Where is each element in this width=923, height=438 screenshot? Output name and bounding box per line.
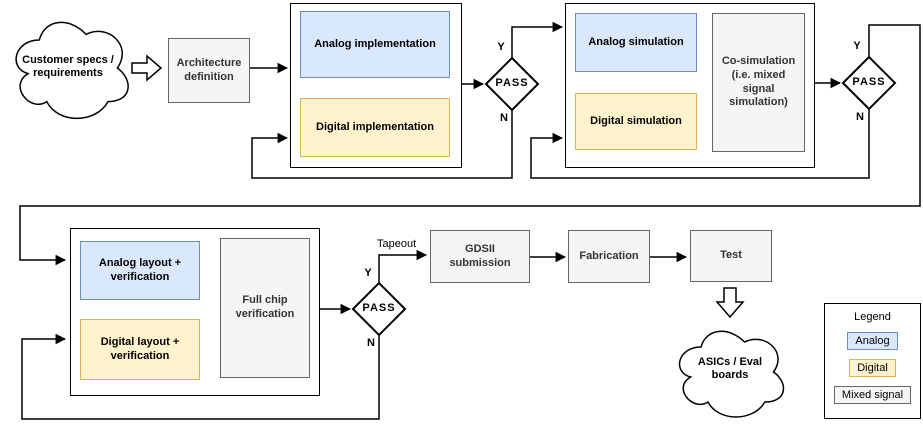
digital-implementation-box: Digital implementation — [300, 98, 450, 157]
legend-item-analog: Analog — [847, 332, 898, 350]
legend-item-mixed: Mixed signal — [833, 386, 912, 404]
legend-title: Legend — [854, 311, 891, 323]
legend-item-digital: Digital — [849, 359, 896, 377]
edge-pass2-no-feedback — [530, 109, 870, 179]
output-cloud-shape — [678, 330, 785, 418]
analog-implementation-box: Analog implementation — [300, 11, 450, 78]
pass2-label: PASS — [852, 76, 886, 88]
fabrication-box: Fabrication — [568, 230, 650, 283]
pass2-yes-label: Y — [853, 40, 861, 52]
customer-cloud-shape — [15, 21, 129, 120]
pass3-label: PASS — [362, 302, 396, 314]
test-box: Test — [690, 230, 772, 282]
pass1-yes-label: Y — [497, 41, 505, 53]
test-to-output-arrow — [715, 287, 745, 319]
specs-to-architecture-arrow — [131, 54, 163, 82]
analog-simulation-box: Analog simulation — [575, 13, 697, 72]
architecture-definition-box: Architecture definition — [168, 38, 250, 103]
analog-layout-box: Analog layout + verification — [80, 241, 200, 300]
edge-pass2-yes-to-layout — [19, 24, 921, 266]
pass3-diamond — [351, 281, 407, 337]
edge-pass3-no-feedback — [21, 333, 380, 420]
pass1-no-label: N — [500, 112, 508, 124]
pass3-no-label: N — [367, 337, 375, 349]
digital-simulation-box: Digital simulation — [575, 93, 697, 150]
edge-pass1-yes-to-simulation — [511, 21, 564, 58]
pass1-diamond — [484, 56, 540, 112]
edge-pass1-no-feedback — [251, 110, 513, 179]
customer-cloud-label: Customer specs / requirements — [22, 54, 114, 80]
pass1-label: PASS — [495, 77, 529, 89]
digital-layout-box: Digital layout + verification — [80, 319, 200, 380]
pass2-diamond — [841, 55, 897, 111]
fullchip-verification-box: Full chip verification — [220, 238, 310, 378]
pass2-no-label: N — [856, 111, 864, 123]
gdsii-submission-box: GDSII submission — [430, 230, 530, 283]
output-cloud-label: ASICs / Eval boards — [697, 356, 763, 382]
edge-pass3-yes-tapeout — [378, 249, 428, 283]
legend: Legend Analog Digital Mixed signal — [824, 303, 921, 419]
cosimulation-box: Co-simulation (i.e. mixed signal simulat… — [712, 13, 805, 152]
pass3-yes-label: Y — [364, 267, 372, 279]
tapeout-label: Tapeout — [377, 238, 417, 250]
